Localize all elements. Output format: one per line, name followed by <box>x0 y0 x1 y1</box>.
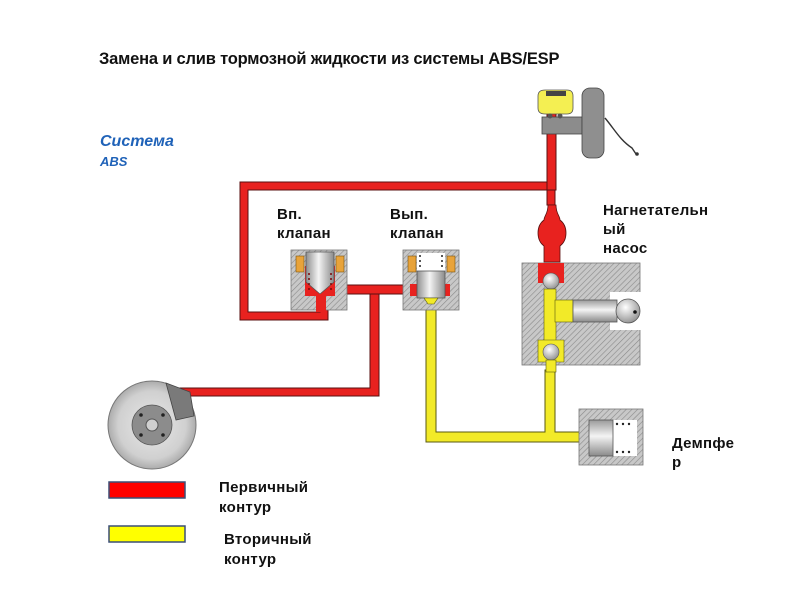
system-label: Система ABS <box>100 132 174 172</box>
legend-label-primary: Первичный контур <box>219 478 308 518</box>
pump <box>521 204 642 373</box>
inlet-valve-label: Вп. клапан <box>277 205 331 243</box>
damper-label-line2: р <box>672 454 682 471</box>
outlet-valve-label-line1: Вып. <box>390 206 429 223</box>
page-title: Замена и слив тормозной жидкости из сист… <box>99 50 560 68</box>
legend-swatch-primary <box>108 481 186 499</box>
system-label-line2: ABS <box>100 154 128 169</box>
inlet-valve-label-line2: клапан <box>277 225 331 242</box>
red-pipe-top-loop <box>239 181 556 321</box>
pump-label: Нагнетательн ый насос <box>603 201 708 258</box>
pump-label-line3: насос <box>603 240 648 257</box>
pump-label-line1: Нагнетательн <box>603 202 709 219</box>
brake-disc <box>107 380 197 470</box>
legend-primary-line1: Первичный <box>219 479 309 496</box>
inlet-valve <box>290 249 348 312</box>
outlet-valve-label-line2: клапан <box>390 225 444 242</box>
legend-swatch-secondary <box>108 525 186 543</box>
red-pipe-to-brake <box>179 293 380 397</box>
outlet-valve-label: Вып. клапан <box>390 205 444 243</box>
legend-label-secondary: Вторичный контур <box>224 530 312 570</box>
primary-circuit-pipes <box>179 107 557 397</box>
outlet-valve <box>402 249 460 311</box>
damper-label: Демпфе р <box>672 434 734 472</box>
inlet-valve-label-line1: Вп. <box>277 206 302 223</box>
legend-primary-line2: контур <box>219 499 272 516</box>
damper-label-line1: Демпфе <box>672 435 735 452</box>
pump-red-chamber <box>537 204 567 263</box>
pump-label-line2: ый <box>603 221 626 238</box>
legend-secondary-line2: контур <box>224 551 277 568</box>
damper <box>578 408 644 466</box>
system-label-line1: Система <box>100 133 174 150</box>
legend-secondary-line1: Вторичный <box>224 531 312 548</box>
brake-caliper-top <box>537 87 639 159</box>
